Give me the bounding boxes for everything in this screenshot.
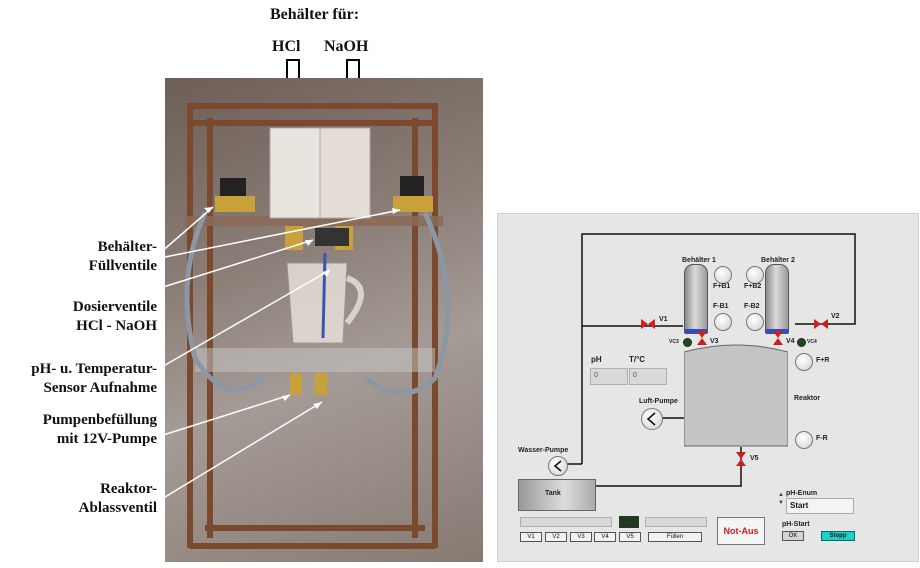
valve-v5-label: V5 — [750, 455, 759, 462]
tank-label: Tank — [545, 490, 561, 497]
temperature-value: 0 — [633, 372, 637, 379]
vc4-indicator — [797, 338, 806, 347]
ok-button[interactable]: OK — [782, 531, 804, 541]
air-pump-label: Luft-Pumpe — [639, 398, 678, 405]
fill-b2-label: F+B2 — [744, 283, 762, 290]
annotation-fill-valves: Behälter-Füllventile — [88, 239, 157, 274]
valve-v2-icon[interactable] — [814, 319, 828, 329]
ph-enum-field[interactable]: Start — [786, 498, 854, 514]
drain-b2-label: F-B2 — [744, 303, 760, 310]
fill-b2-button[interactable] — [746, 266, 764, 284]
valve-v1-label: V1 — [659, 316, 668, 323]
drain-reactor-button[interactable] — [795, 431, 813, 449]
ph-display: 0 — [590, 368, 628, 385]
reactor-vessel — [684, 344, 788, 447]
valve-v2-label: V2 — [831, 313, 840, 320]
v4-toggle-button[interactable]: V4 — [594, 532, 616, 542]
ph-enum-value: Start — [790, 501, 809, 510]
container2-tank — [765, 264, 789, 334]
v5-toggle-button[interactable]: V5 — [619, 532, 641, 542]
apparatus-drawing — [184, 103, 451, 549]
annotation-drain-valve: Reaktor-Ablassventil — [78, 481, 157, 516]
valve-v4-icon[interactable] — [773, 331, 783, 345]
vc3-indicator — [683, 338, 692, 347]
valve-v3-icon[interactable] — [697, 331, 707, 345]
ph-enum-spinner[interactable]: ▲▼ — [778, 492, 784, 506]
valve-v1-icon[interactable] — [641, 319, 655, 329]
v1-toggle-button[interactable]: V1 — [520, 532, 542, 542]
ph-label: pH — [591, 355, 602, 364]
reactor-label: Reaktor — [794, 395, 821, 402]
valve-v3-label: V3 — [710, 338, 719, 345]
annotation-sensor: pH- u. Temperatur-Sensor Aufnahme — [31, 361, 157, 396]
v2-toggle-button[interactable]: V2 — [545, 532, 567, 542]
chevron-left-icon — [646, 412, 656, 426]
status-bar-right — [645, 517, 707, 527]
drain-b1-label: F-B1 — [713, 303, 729, 310]
stop-button[interactable]: Stopp — [821, 531, 855, 541]
temperature-label: T/°C — [629, 355, 646, 364]
fill-reactor-button[interactable] — [795, 353, 813, 371]
vc4-label: VC4 — [807, 339, 817, 345]
water-pump-label: Wasser-Pumpe — [518, 447, 569, 454]
valve-v5-icon[interactable] — [736, 452, 746, 466]
container1-label: Behälter 1 — [682, 257, 716, 264]
fill-reactor-label: F+R — [816, 357, 830, 364]
ph-enum-label: pH-Enum — [786, 490, 818, 497]
status-indicator — [619, 516, 639, 528]
ph-start-label: pH-Start — [782, 521, 810, 528]
apparatus-photo — [165, 78, 483, 562]
v3-toggle-button[interactable]: V3 — [570, 532, 592, 542]
control-panel: Behälter 1 Behälter 2 F+B1 F-B1 F+B2 F-B… — [497, 213, 919, 562]
photo-heading: Behälter für: — [270, 6, 360, 23]
valve-v4-label: V4 — [786, 338, 795, 345]
drain-reactor-label: F-R — [816, 435, 828, 442]
temperature-display: 0 — [629, 368, 667, 385]
fill-b1-button[interactable] — [714, 266, 732, 284]
container2-label: Behälter 2 — [761, 257, 795, 264]
status-bar-left — [520, 517, 612, 527]
chevron-left-icon — [553, 460, 562, 472]
drain-b2-button[interactable] — [746, 313, 764, 331]
water-tank: Tank — [518, 479, 596, 511]
vc3-label: VC3 — [669, 339, 679, 345]
naoh-label: NaOH — [324, 38, 369, 55]
emergency-stop-button[interactable]: Not-Aus — [717, 517, 765, 545]
air-pump-button[interactable] — [641, 408, 663, 430]
container1-tank — [684, 264, 708, 334]
water-pump-button[interactable] — [548, 456, 568, 476]
hcl-label: HCl — [272, 38, 301, 55]
fill-button[interactable]: Füllen — [648, 532, 702, 542]
fill-b1-label: F+B1 — [713, 283, 731, 290]
ph-value: 0 — [594, 372, 598, 379]
drain-b1-button[interactable] — [714, 313, 732, 331]
